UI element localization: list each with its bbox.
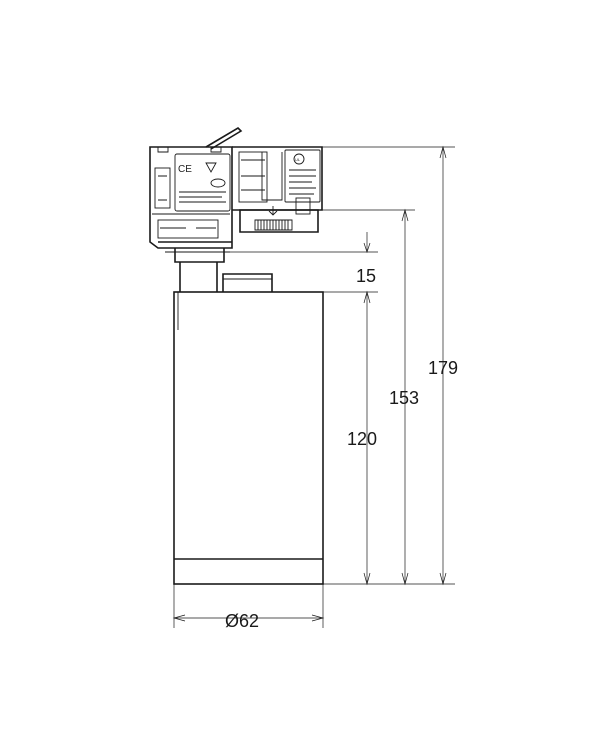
dim-label-179: 179 xyxy=(428,358,458,378)
lamp-body xyxy=(173,291,324,585)
dimension-lines xyxy=(172,145,455,628)
ul-mark: UL xyxy=(295,157,301,162)
dim-label-120: 120 xyxy=(347,429,377,449)
track-adapter: CE UL xyxy=(149,126,323,292)
dim-label-diameter: Ø62 xyxy=(225,611,259,631)
dim-label-15: 15 xyxy=(356,266,376,286)
dim-label-153: 153 xyxy=(389,388,419,408)
ce-mark: CE xyxy=(178,164,192,175)
